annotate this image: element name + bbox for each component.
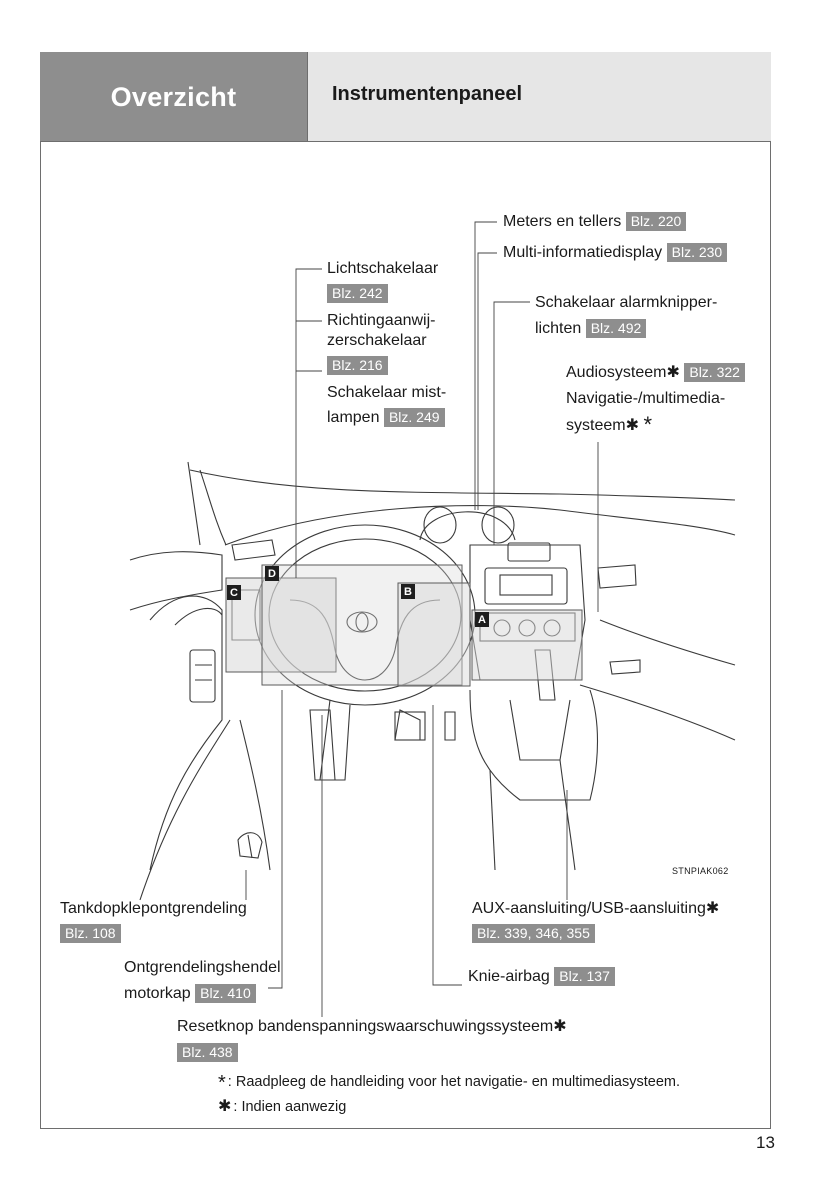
footnote-navi: *: Raadpleeg de handleiding voor het nav… (218, 1072, 680, 1093)
label-alarm-2: lichten Blz. 492 (535, 318, 647, 340)
section-title: Overzicht (110, 81, 237, 112)
label-motorkap-1: Ontgrendelingshendel (124, 959, 281, 976)
label-audio-text: Audiosysteem (566, 364, 667, 381)
ref-aux: Blz. 339, 346, 355 (472, 924, 595, 943)
navi-star: ✱ (625, 417, 639, 434)
label-mist-1: Schakelaar mist- (327, 384, 447, 401)
section-tab: Overzicht (40, 52, 308, 142)
ref-tank-box: Blz. 108 (60, 924, 121, 943)
ref-reset: Blz. 438 (177, 1043, 238, 1062)
ref-richting: Blz. 216 (327, 356, 388, 375)
label-motorkap-2: motorkap Blz. 410 (124, 983, 256, 1005)
ref-motorkap: Blz. 410 (195, 984, 256, 1003)
badge-d: D (265, 566, 279, 581)
navi-star2: * (643, 412, 652, 437)
badge-b: B (401, 584, 415, 599)
image-code: STNPIAK062 (672, 866, 729, 876)
ref-multiinfo: Blz. 230 (666, 243, 728, 262)
badge-c: C (227, 585, 241, 600)
label-motorkap-2-text: motorkap (124, 985, 191, 1002)
header-divider (40, 141, 771, 142)
label-knie-text: Knie-airbag (468, 968, 550, 985)
label-navi-2: systeem✱ * (566, 414, 652, 437)
footnote-navi-mark: * (218, 1072, 226, 1094)
label-meters-text: Meters en tellers (503, 213, 622, 230)
footnote-navi-text: : Raadpleeg de handleiding voor het navi… (227, 1074, 680, 1090)
label-knie: Knie-airbag Blz. 137 (468, 966, 615, 988)
label-richting-2: zerschakelaar (327, 332, 427, 349)
footnote-optional-mark: ✱ (218, 1098, 232, 1115)
label-mist-2-text: lampen (327, 409, 380, 426)
ref-meters: Blz. 220 (625, 212, 687, 231)
ref-mist: Blz. 249 (383, 408, 445, 427)
ref-knie: Blz. 137 (554, 967, 615, 986)
label-audio: Audiosysteem✱ Blz. 322 (566, 362, 745, 384)
footnote-optional: ✱: Indien aanwezig (218, 1097, 346, 1117)
ref-aux-box: Blz. 339, 346, 355 (472, 924, 595, 943)
label-richting-1: Richtingaanwij- (327, 312, 436, 329)
label-alarm-2-text: lichten (535, 320, 582, 337)
aux-star: ✱ (705, 900, 720, 917)
label-reset-text: Resetknop bandenspanningswaarschuwingssy… (177, 1018, 554, 1035)
label-navi-2-text: systeem (566, 417, 626, 434)
label-tank: Tankdopklepontgrendeling (60, 900, 247, 917)
ref-licht: Blz. 242 (327, 284, 388, 303)
footnote-optional-text: : Indien aanwezig (233, 1099, 347, 1115)
label-multiinfo: Multi-informatiedisplay Blz. 230 (503, 242, 728, 264)
label-aux: AUX-aansluiting/USB-aansluiting✱ (472, 898, 719, 920)
reset-star: ✱ (553, 1018, 567, 1035)
label-meters: Meters en tellers Blz. 220 (503, 211, 687, 233)
ref-licht-box: Blz. 242 (327, 284, 388, 303)
ref-alarm: Blz. 492 (585, 319, 647, 338)
ref-tank: Blz. 108 (60, 924, 121, 943)
label-navi-1: Navigatie-/multimedia- (566, 390, 726, 407)
label-mist-2: lampen Blz. 249 (327, 407, 445, 429)
header-bar: Instrumentenpaneel (308, 52, 771, 142)
badge-a: A (475, 612, 489, 627)
label-alarm-1: Schakelaar alarmknipper- (535, 294, 718, 311)
ref-audio: Blz. 322 (684, 363, 745, 382)
label-aux-text: AUX-aansluiting/USB-aansluiting (472, 900, 706, 917)
ref-richting-box: Blz. 216 (327, 356, 388, 375)
label-licht: Lichtschakelaar (327, 260, 439, 277)
label-reset: Resetknop bandenspanningswaarschuwingssy… (177, 1016, 567, 1038)
page-number: 13 (756, 1133, 775, 1152)
page-title: Instrumentenpaneel (332, 83, 523, 105)
audio-star: ✱ (666, 364, 680, 381)
label-multiinfo-text: Multi-informatiedisplay (503, 244, 663, 261)
ref-reset-box: Blz. 438 (177, 1043, 238, 1062)
